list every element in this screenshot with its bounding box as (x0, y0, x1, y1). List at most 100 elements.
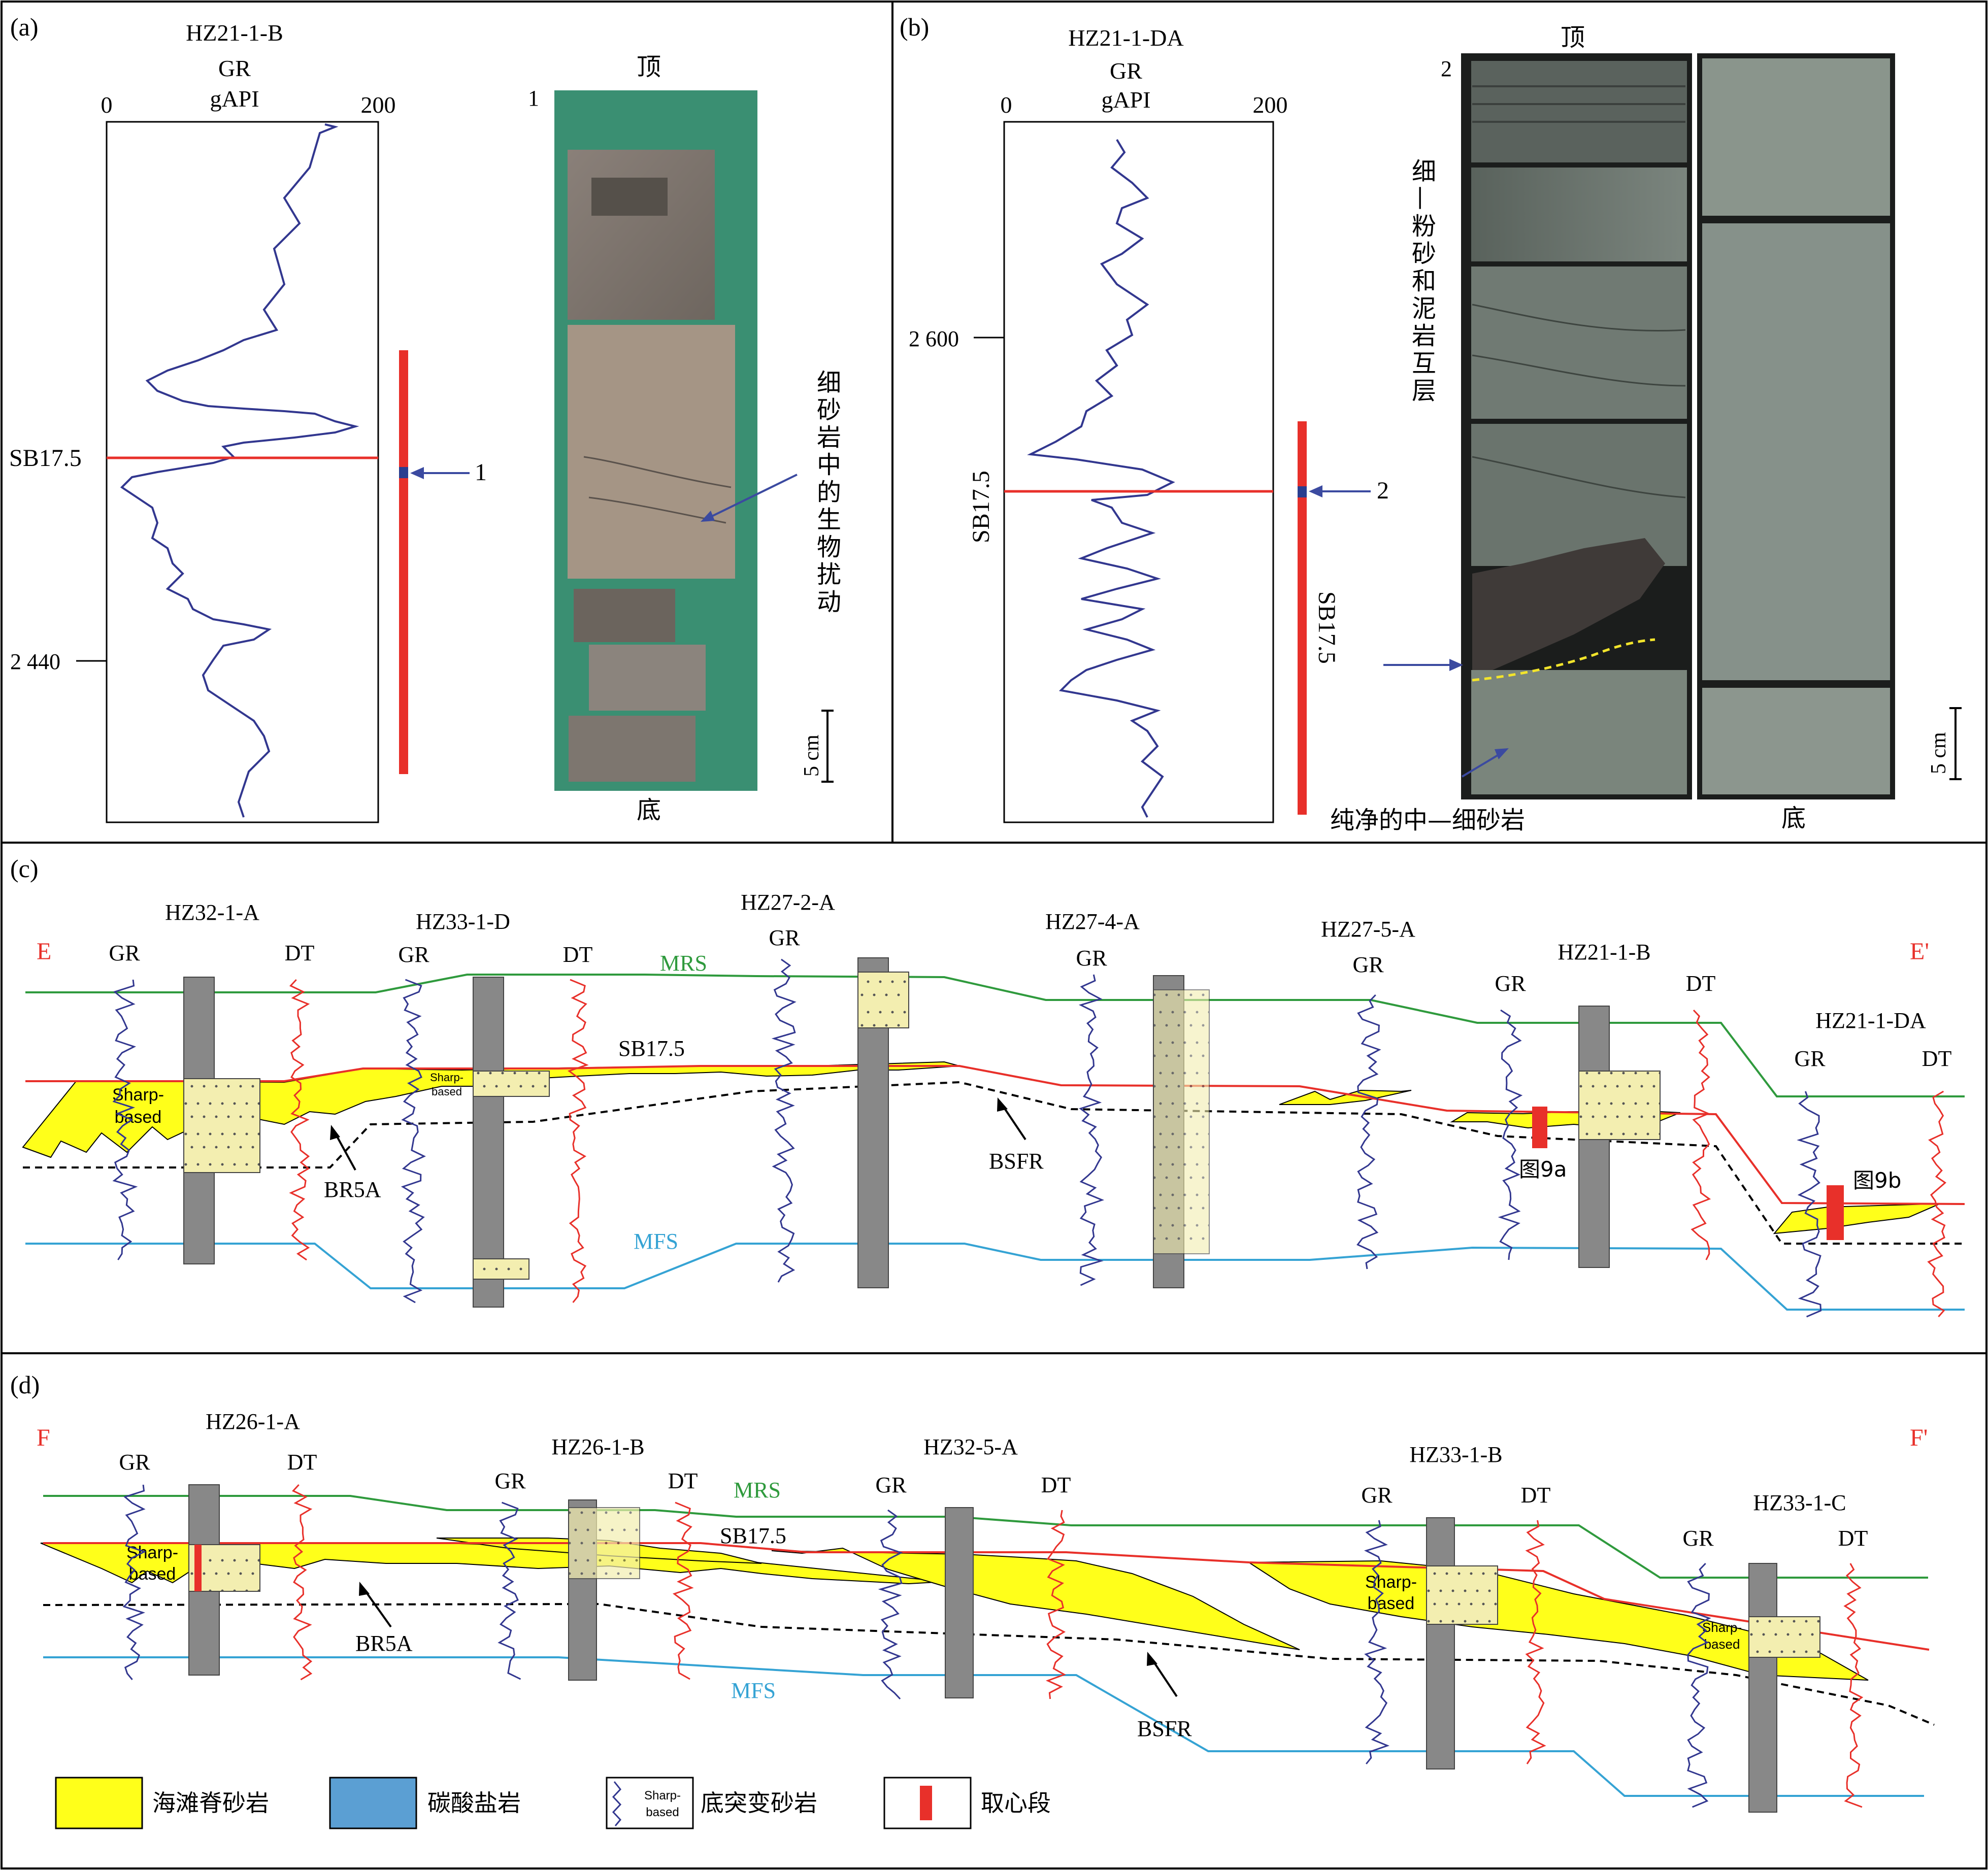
panel-d-lithology-columns (188, 1484, 1820, 1813)
well-name-label: HZ21-1-B (1558, 940, 1650, 964)
panel-a-label: (a) (10, 13, 39, 41)
panel-c-end-right: E' (1910, 938, 1929, 965)
panel-c-mfs-label: MFS (634, 1229, 678, 1254)
panel-b-annotation-bottom: 纯净的中—细砂岩 (1330, 806, 1525, 834)
gr-log-curve (1364, 1520, 1390, 1764)
dt-log-curve (567, 979, 589, 1303)
panel-b-label: (b) (900, 13, 929, 41)
well-name-label: HZ33-1-C (1753, 1490, 1846, 1515)
well-name-label: HZ27-4-A (1045, 909, 1140, 934)
panel-b-bottom-label: 底 (1781, 804, 1806, 832)
panel-c-beach-ridge-21-1-da (1773, 1204, 1940, 1234)
dt-track-label: DT (563, 942, 593, 967)
panel-c-fig9a-label: 图9a (1519, 1157, 1567, 1182)
panel-d-end-left: F (37, 1424, 50, 1451)
dt-track-label: DT (287, 1450, 317, 1475)
panel-c-br5a-arrowhead (330, 1125, 340, 1140)
gr-track-label: GR (1682, 1526, 1714, 1551)
gr-track-label: GR (1076, 946, 1107, 971)
gr-track-label: GR (769, 925, 800, 950)
well-name-label: HZ21-1-DA (1815, 1008, 1926, 1033)
dt-log-curve (672, 1501, 694, 1680)
panel-c-mrs-line (25, 974, 1965, 1097)
gr-track-label: GR (1794, 1046, 1826, 1071)
panel-a-scale-max: 200 (361, 92, 396, 118)
panel-d-bsfr-line (43, 1602, 1935, 1726)
panel-c-sharp-label-1-line-2: based (115, 1108, 162, 1127)
panel-b-sand-arrow (1461, 751, 1504, 778)
gr-track-label: GR (109, 941, 140, 965)
panel-b-log-name: GR (1110, 58, 1142, 84)
legend-swatch-beach-ridge (55, 1777, 143, 1829)
gr-track-label: GR (1352, 952, 1384, 977)
gr-track-label: GR (494, 1468, 526, 1493)
gr-log-curve (771, 958, 797, 1283)
panel-c-bsfr-arrow (1002, 1105, 1026, 1141)
gr-track-label: GR (119, 1450, 150, 1475)
panel-c-mfs-line (25, 1243, 1965, 1311)
panel-d-br5a-arrowhead (359, 1582, 370, 1596)
panel-d-sb-line (43, 1542, 1930, 1651)
panel-b-scale-min: 0 (1001, 92, 1012, 118)
panel-d-sharp-label-1-line-1: Sharp- (126, 1543, 178, 1562)
panel-b-top-label: 顶 (1561, 23, 1585, 52)
panel-d-mrs-line (43, 1495, 1928, 1579)
gr-log-curve (112, 979, 138, 1260)
panel-d-mrs-label: MRS (734, 1478, 781, 1502)
panel-c-end-left: E (37, 938, 51, 965)
panel-d-br5a-arrow (363, 1589, 392, 1628)
panel-b-sample-marker (1298, 486, 1307, 497)
panel-c-sharp-label-2-line-1: Sharp- (430, 1071, 463, 1084)
legend-sharp-text-2: based (646, 1806, 679, 1819)
panel-d-mfs-label: MFS (731, 1678, 776, 1703)
panel-c-core-interval-9b (1827, 1185, 1844, 1240)
panel-a-depth-label: 2 440 (10, 649, 60, 674)
panel-c-core-interval-9a (1532, 1107, 1547, 1148)
legend-label-beach-ridge: 海滩脊砂岩 (152, 1789, 269, 1817)
panel-a-sample-marker (399, 467, 408, 478)
panel-a-marker-label: 1 (475, 459, 487, 486)
panel-b-scale-label: 5 cm (1927, 732, 1950, 774)
well-name-label: HZ27-2-A (741, 890, 835, 915)
gr-log-curve (122, 1484, 147, 1680)
legend-sharp-curve-icon (612, 1781, 622, 1826)
legend-label-carbonate: 碳酸盐岩 (427, 1789, 521, 1817)
dt-track-label: DT (1041, 1473, 1071, 1497)
panel-c-br5a-arrow (334, 1132, 356, 1171)
panel-c-label: (c) (10, 854, 39, 883)
well-name-label: HZ26-1-A (206, 1409, 300, 1434)
panel-b-surface-label-left: SB17.5 (968, 471, 995, 543)
panel-b-surface-label-right: SB17.5 (1313, 591, 1340, 664)
panel-d-label: (d) (10, 1371, 40, 1399)
panel-d-bsfr-arrow (1151, 1659, 1178, 1697)
dt-log-curve (1525, 1520, 1546, 1764)
panel-b-photo-number: 2 (1441, 56, 1452, 81)
well-name-label: HZ27-5-A (1321, 917, 1415, 942)
dt-track-label: DT (668, 1468, 698, 1493)
panel-d-bsfr-arrowhead (1147, 1652, 1157, 1666)
panel-c-bsfr-arrowhead (997, 1097, 1008, 1112)
panel-c-mrs-label: MRS (660, 951, 707, 976)
dt-track-label: DT (1686, 971, 1716, 996)
panel-b-contact-dashed (1472, 638, 1655, 682)
panel-b-annotation-top: 细—粉砂和泥岩互层 (1407, 158, 1436, 405)
panel-c-br5a-label: BR5A (324, 1177, 381, 1202)
panel-a-marker-arrowhead (410, 467, 424, 479)
gr-track-label: GR (1495, 971, 1526, 996)
panel-b-marker-label: 2 (1377, 477, 1389, 504)
panel-c-bsfr-line (23, 1081, 1965, 1245)
panel-d-sharp-label-2-line-2: based (1368, 1594, 1415, 1613)
dt-log-curve (289, 979, 310, 1261)
panel-d-beach-ridge-32-5-a (771, 1547, 1300, 1650)
gr-log-curve (1498, 1009, 1523, 1260)
panel-b-gr-curve (1027, 139, 1175, 818)
panel-d-br5a-label: BR5A (355, 1631, 413, 1656)
panel-b-marker-arrowhead (1309, 485, 1322, 497)
panel-a-annotation-arrow (706, 474, 798, 520)
dt-track-label: DT (285, 941, 315, 965)
panel-c-fig9b-label: 图9b (1853, 1168, 1901, 1193)
gr-track-label: GR (875, 1473, 907, 1497)
